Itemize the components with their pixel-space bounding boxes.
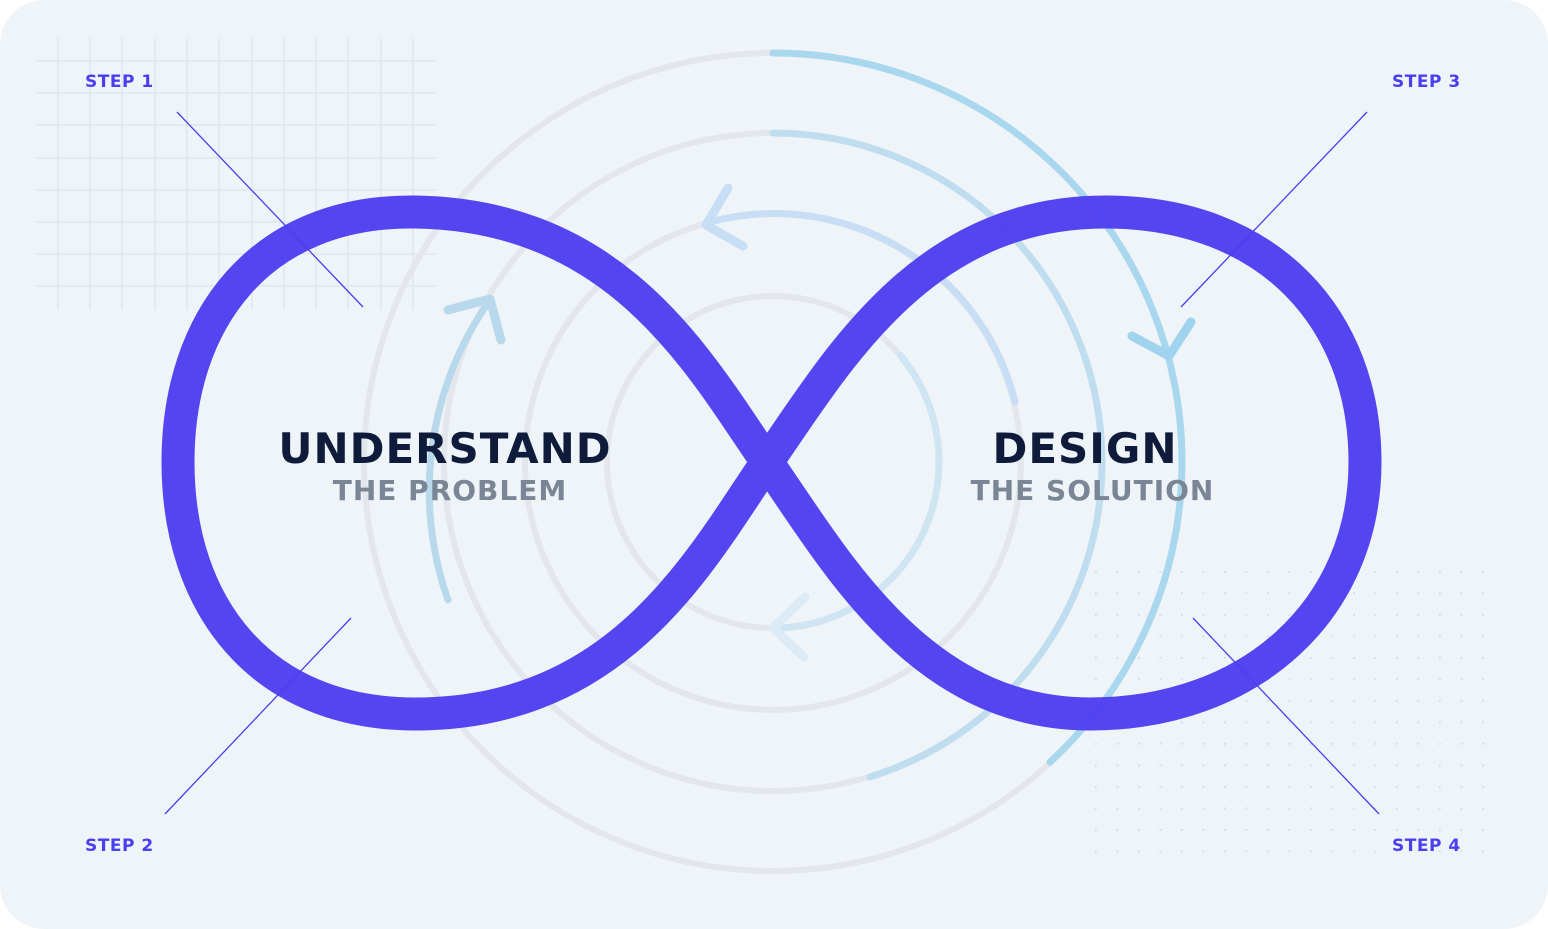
right-loop-title: DESIGN <box>992 424 1178 473</box>
arrow-left-icon <box>701 183 748 251</box>
left-loop-title: UNDERSTAND <box>278 424 612 473</box>
step-3-label: STEP 3 <box>1392 72 1461 92</box>
step-leader-lines <box>164 111 1380 815</box>
step-4-label: STEP 4 <box>1392 836 1461 856</box>
step-1-label: STEP 1 <box>85 72 154 92</box>
infinity-loop <box>161 195 1382 731</box>
arrow-down-icon <box>1127 317 1196 361</box>
arrow-up-right-icon <box>443 294 506 345</box>
left-loop-subtitle: THE PROBLEM <box>332 474 568 507</box>
step-2-label: STEP 2 <box>85 836 154 856</box>
arrow-left-icon <box>768 592 810 662</box>
right-loop-subtitle: THE SOLUTION <box>970 474 1215 507</box>
grid-pattern <box>37 38 435 310</box>
